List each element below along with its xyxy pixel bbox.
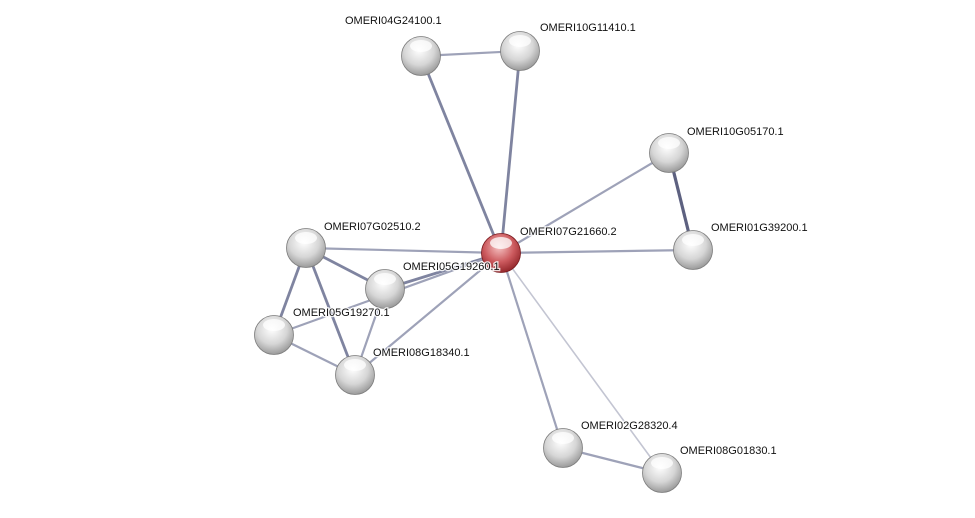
protein-node[interactable] xyxy=(543,428,583,468)
node-label: OMERI04G24100.1 xyxy=(345,15,442,27)
node-highlight xyxy=(682,234,704,246)
node-highlight xyxy=(509,35,531,47)
edge-A-Q[interactable] xyxy=(419,55,503,254)
protein-node[interactable] xyxy=(642,453,682,493)
node-label: OMERI10G11410.1 xyxy=(540,22,636,34)
protein-node[interactable] xyxy=(673,230,713,270)
node-highlight xyxy=(552,432,574,444)
edge-E-H[interactable] xyxy=(304,247,357,376)
protein-node[interactable] xyxy=(286,228,326,268)
node-highlight xyxy=(344,359,366,371)
edge-Q-J[interactable] xyxy=(500,252,663,474)
node-label: OMERI05G19260.1 xyxy=(403,261,500,273)
node-highlight xyxy=(410,40,432,52)
edge-Q-H[interactable] xyxy=(354,252,502,376)
node-label: OMERI07G21660.2 xyxy=(520,226,617,238)
node-label: OMERI05G19270.1 xyxy=(293,307,390,319)
edge-Q-D[interactable] xyxy=(500,248,694,255)
protein-node[interactable] xyxy=(335,355,375,395)
node-highlight xyxy=(651,457,673,469)
node-highlight xyxy=(374,273,396,285)
protein-node[interactable] xyxy=(254,315,294,355)
edge-Q-I[interactable] xyxy=(499,252,565,449)
node-label: OMERI07G02510.2 xyxy=(324,221,421,233)
protein-node[interactable] xyxy=(500,31,540,71)
node-label: OMERI01G39200.1 xyxy=(711,222,808,234)
edge-Q-C[interactable] xyxy=(500,152,670,254)
edge-Q-E[interactable] xyxy=(305,246,502,255)
protein-node[interactable] xyxy=(365,269,405,309)
node-highlight xyxy=(490,237,512,249)
node-label: OMERI02G28320.4 xyxy=(581,420,678,432)
protein-node[interactable] xyxy=(401,36,441,76)
node-label: OMERI10G05170.1 xyxy=(687,126,784,138)
node-highlight xyxy=(295,232,317,244)
edge-B-Q[interactable] xyxy=(499,50,522,254)
node-label: OMERI08G18340.1 xyxy=(373,347,470,359)
query-protein-node[interactable] xyxy=(481,233,521,273)
node-highlight xyxy=(658,137,680,149)
node-label: OMERI08G01830.1 xyxy=(680,445,777,457)
protein-node[interactable] xyxy=(649,133,689,173)
node-highlight xyxy=(263,319,285,331)
